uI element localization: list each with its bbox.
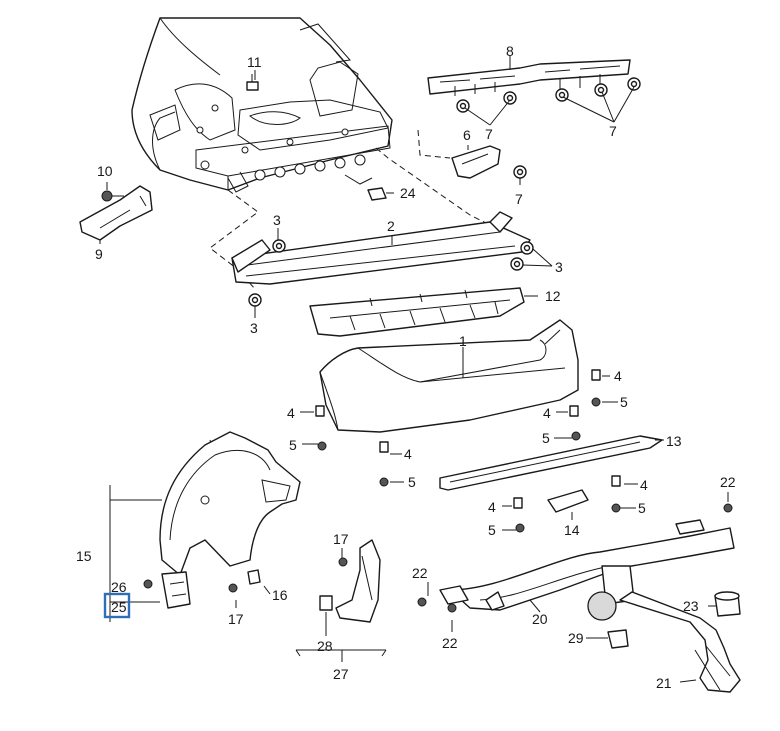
callout-5: 5 [488, 522, 496, 538]
part-10-screw [101, 190, 124, 202]
callout-15: 15 [76, 548, 92, 564]
callout-17: 17 [228, 611, 244, 627]
callout-21: 21 [656, 675, 672, 691]
callout-13: 13 [666, 433, 682, 449]
part-27-mud-flap [335, 539, 381, 623]
part-11-clip [246, 74, 259, 91]
part-13-trim-strip [439, 435, 663, 491]
callout-28: 28 [317, 638, 333, 654]
callout-5: 5 [408, 474, 416, 490]
vehicle-rear-body [131, 17, 393, 193]
callout-27: 27 [333, 666, 349, 682]
part-5-screws [317, 397, 733, 533]
callout-3: 3 [555, 259, 563, 275]
part-8-guide-rail [427, 59, 631, 96]
callout-2: 2 [387, 218, 395, 234]
leader-lines [99, 55, 729, 683]
part-23-cap [714, 591, 741, 617]
part-9-bracket [79, 185, 153, 241]
callout-11: 11 [247, 54, 262, 70]
part-29-socket [587, 565, 635, 649]
part-21-ball-head [619, 591, 741, 693]
callout-5: 5 [638, 500, 646, 516]
callout-4: 4 [488, 499, 496, 515]
callout-4: 4 [404, 446, 412, 462]
body-holes [196, 104, 366, 181]
callout-12: 12 [545, 288, 561, 304]
callout-4: 4 [614, 368, 622, 384]
part-28-clip [319, 595, 333, 611]
part-25-bracket [161, 571, 191, 609]
part-16-clip [247, 569, 261, 585]
callout-24: 24 [400, 185, 416, 201]
callout-5: 5 [620, 394, 628, 410]
part-24-clip [367, 187, 387, 201]
part-6-bracket [451, 145, 501, 179]
callout-5: 5 [289, 437, 297, 453]
callout-7: 7 [515, 191, 523, 207]
callout-16: 16 [272, 587, 288, 603]
highlight-box-25 [103, 592, 131, 619]
callout-4: 4 [287, 405, 295, 421]
callout-25: 25 [111, 599, 127, 615]
part-17-screws [228, 557, 348, 593]
callout-9: 9 [95, 246, 103, 262]
part-15-wheel-housing-liner [159, 431, 301, 576]
callout-8: 8 [506, 43, 514, 59]
callout-7: 7 [485, 126, 493, 142]
callout-22: 22 [442, 635, 458, 651]
callout-4: 4 [543, 405, 551, 421]
part-20-towbar [439, 519, 735, 611]
part-1-bumper-cover [319, 319, 579, 433]
part-12-energy-absorber [309, 287, 525, 337]
part-22-bolts [417, 597, 457, 613]
callout-3: 3 [250, 320, 258, 336]
callout-1: 1 [459, 333, 467, 349]
callout-29: 29 [568, 630, 584, 646]
part-14-cap [547, 489, 589, 513]
part-4-clips [315, 369, 621, 509]
callout-7: 7 [609, 123, 617, 139]
callout-14: 14 [564, 522, 580, 538]
callout-22: 22 [412, 565, 428, 581]
callout-labels: 11 8 7 7 6 7 24 10 9 3 2 3 3 12 1 4 5 4 … [76, 43, 736, 691]
part-26-screw [143, 579, 153, 589]
callout-5: 5 [542, 430, 550, 446]
callout-10: 10 [97, 163, 113, 179]
callout-6: 6 [463, 127, 471, 143]
callout-4: 4 [640, 477, 648, 493]
callout-23: 23 [683, 598, 699, 614]
callout-26: 26 [111, 579, 127, 595]
callout-17: 17 [333, 531, 349, 547]
callout-3: 3 [273, 212, 281, 228]
callout-20: 20 [532, 611, 548, 627]
callout-22: 22 [720, 474, 736, 490]
